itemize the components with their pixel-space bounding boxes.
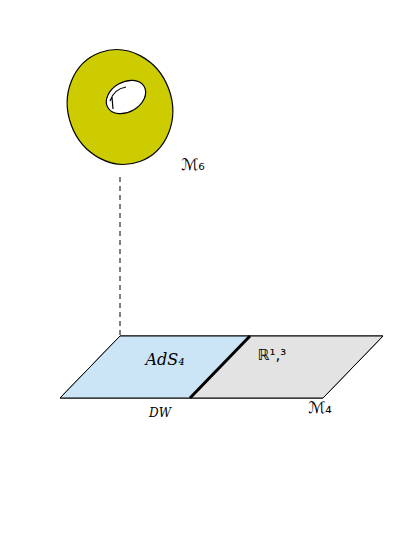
torus-figure: ℳ₆ — [60, 45, 220, 175]
minkowski-region: ℝ¹,³ — [190, 336, 383, 398]
torus-hole — [100, 74, 151, 121]
domain-wall-line — [190, 336, 250, 398]
region-label: ℳ₆ — [181, 156, 205, 174]
plane-outline — [60, 336, 383, 398]
minkowski-region-shape — [190, 336, 383, 398]
wall-label: DW — [149, 406, 171, 420]
spacetime-plane: ℳ₄ AdS₄ ℝ¹,³ — [55, 330, 390, 422]
minkowski-fill — [190, 336, 383, 398]
projection-line — [120, 177, 121, 336]
torus-body — [51, 35, 188, 180]
region-label: AdS₄ — [145, 351, 184, 369]
torus-inner-edge — [110, 87, 126, 109]
region-label: ℳ₄ — [308, 399, 332, 417]
region-label: ℝ¹,³ — [258, 347, 287, 364]
